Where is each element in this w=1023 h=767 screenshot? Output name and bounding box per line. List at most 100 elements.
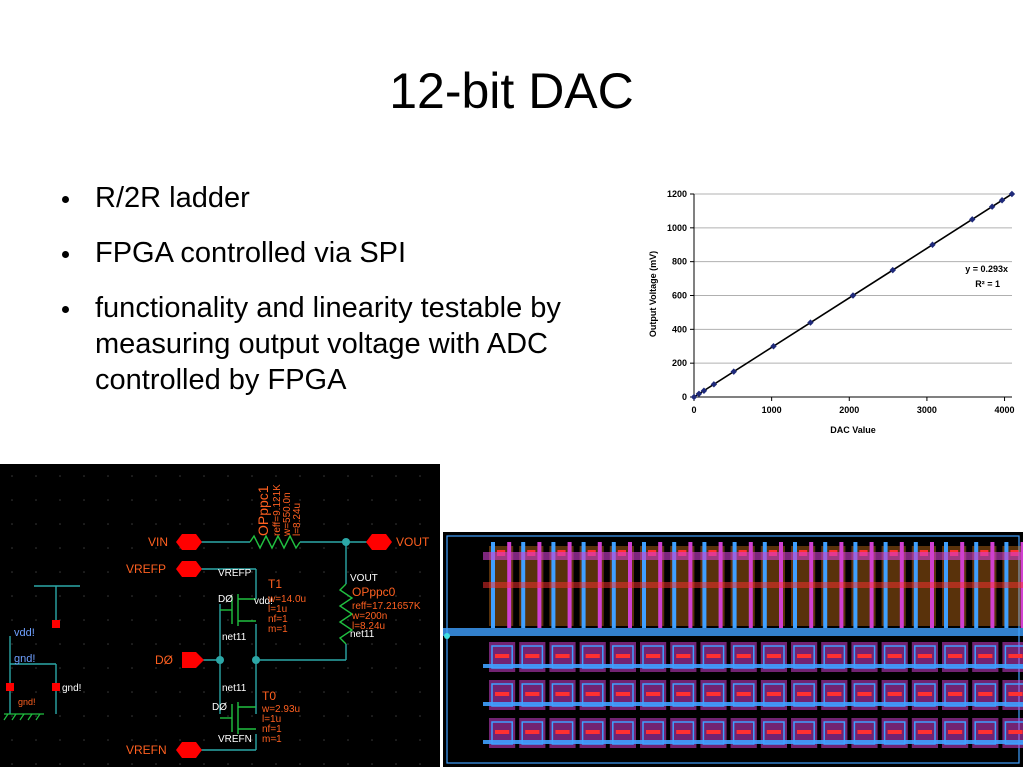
ground-symbol — [3, 713, 44, 721]
layout-poly — [676, 654, 691, 658]
slide-title: 12-bit DAC — [389, 63, 634, 119]
pin-vout — [366, 534, 392, 550]
component-labels: OPppc1 reff=9.121K w=550.0n l=8.24u T1 w… — [255, 484, 421, 745]
layout-port — [444, 633, 450, 639]
component-param: l=8.24u — [352, 621, 385, 632]
layout-poly — [978, 654, 993, 658]
component-param: w=14.0u — [267, 594, 306, 605]
y-tick-label: 1200 — [667, 189, 687, 199]
layout-poly — [555, 654, 570, 658]
y-tick-label: 1000 — [667, 223, 687, 233]
layout-poly — [615, 730, 630, 734]
layout-poly — [646, 654, 661, 658]
chart-points — [690, 190, 1016, 401]
layout-poly — [615, 692, 630, 696]
data-point — [929, 241, 936, 248]
component-param: w=200n — [351, 611, 387, 622]
layout-poly — [676, 692, 691, 696]
layout-poly — [585, 730, 600, 734]
layout-poly — [917, 692, 932, 696]
svg-text:DØ: DØ — [155, 653, 173, 667]
junction-dot — [252, 656, 260, 664]
layout-poly — [736, 730, 751, 734]
net-labels: VREFP VOUT DØ net11 net11 DØ VREFN net11 — [212, 568, 378, 745]
junction-dot — [342, 538, 350, 546]
svg-text:VREFN: VREFN — [126, 743, 167, 757]
net-label: gnd! — [18, 697, 36, 707]
pin-gnd-right — [52, 683, 60, 691]
x-axis-label: DAC Value — [830, 425, 876, 435]
junction-dot — [216, 656, 224, 664]
layout-poly — [857, 654, 872, 658]
transistor-t0 — [220, 702, 256, 734]
layout-poly — [887, 654, 902, 658]
component-param: reff=9.121K — [272, 484, 283, 536]
schematic-pins — [6, 534, 392, 758]
layout-bus — [483, 702, 1023, 706]
x-tick-label: 4000 — [995, 405, 1015, 415]
y-tick-label: 600 — [672, 291, 687, 301]
pin-gnd-left — [6, 683, 14, 691]
data-point — [998, 197, 1006, 204]
component-param: nf=1 — [268, 614, 288, 625]
net-label: net11 — [350, 629, 375, 640]
layout-poly — [797, 730, 812, 734]
layout-poly — [887, 692, 902, 696]
component-name: T1 — [268, 577, 282, 591]
pin-vdd — [52, 620, 60, 628]
y-axis-label: Output Voltage (mV) — [648, 251, 658, 337]
layout-poly — [646, 730, 661, 734]
component-name: OPppc1 — [255, 485, 271, 536]
y-tick-label: 0 — [682, 392, 687, 402]
data-point — [770, 343, 777, 350]
component-param: reff=17.21657K — [352, 601, 421, 612]
layout-poly — [948, 654, 963, 658]
component-param: m=1 — [262, 734, 282, 745]
layout-bus — [483, 664, 1023, 668]
x-tick-label: 0 — [691, 405, 696, 415]
y-tick-label: 400 — [672, 324, 687, 334]
layout-poly — [766, 730, 781, 734]
layout-poly — [766, 654, 781, 658]
x-tick-label: 3000 — [917, 405, 937, 415]
layout-poly — [978, 692, 993, 696]
layout-poly — [766, 692, 781, 696]
layout-bus — [483, 552, 1023, 560]
data-point — [807, 319, 814, 326]
layout-poly — [706, 730, 721, 734]
schematic-wires — [9, 541, 368, 751]
component-param: l=1u — [268, 604, 287, 615]
layout-poly — [525, 730, 540, 734]
net-label: VOUT — [350, 573, 378, 584]
data-point — [695, 390, 703, 397]
layout-cells — [443, 535, 1023, 764]
layout-poly — [1008, 730, 1023, 734]
net-label: DØ — [218, 594, 233, 605]
component-param: l=1u — [262, 714, 281, 725]
layout-poly — [615, 654, 630, 658]
layout-poly — [736, 654, 751, 658]
layout-poly — [948, 730, 963, 734]
layout-poly — [495, 654, 510, 658]
layout-poly — [495, 730, 510, 734]
bullet-list: R/2R ladder FPGA controlled via SPI func… — [58, 180, 648, 417]
layout-poly — [555, 730, 570, 734]
dac-schematic: VIN VREFP DØ VREFN VOUT VREFP VOUT DØ ne… — [0, 464, 440, 767]
pin-labels: VIN VREFP DØ VREFN VOUT — [126, 535, 430, 757]
layout-poly — [736, 692, 751, 696]
layout-poly — [706, 692, 721, 696]
transistor-t1 — [220, 594, 256, 626]
layout-poly — [827, 692, 842, 696]
component-param: w=550.0n — [282, 492, 293, 537]
net-label: net11 — [222, 683, 247, 694]
data-point — [700, 387, 708, 394]
layout-bus — [483, 582, 1023, 588]
component-param: m=1 — [268, 624, 288, 635]
layout-poly — [706, 654, 721, 658]
layout-poly — [585, 692, 600, 696]
data-point — [969, 216, 976, 223]
component-name: OPppc0 — [352, 585, 396, 599]
y-tick-label: 800 — [672, 257, 687, 267]
layout-poly — [585, 654, 600, 658]
layout-poly — [978, 730, 993, 734]
